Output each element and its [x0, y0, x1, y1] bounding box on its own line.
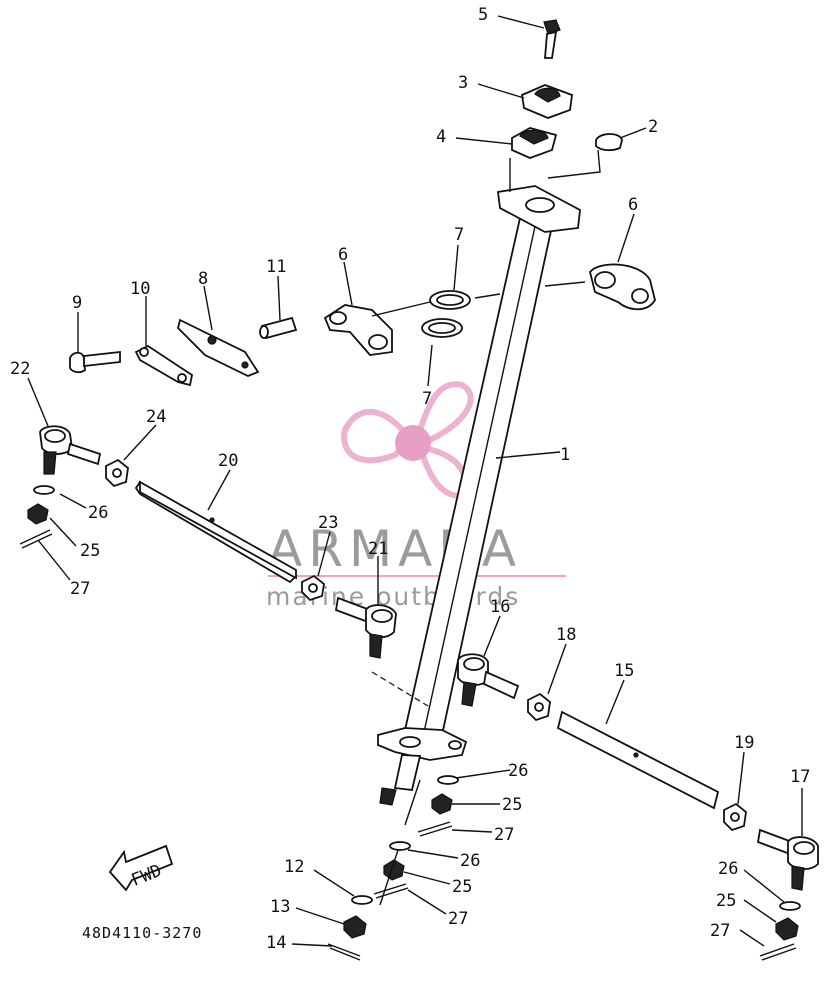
cotter-pin-27-c-part [373, 883, 409, 899]
washer-26-a-part [33, 485, 55, 495]
clamp-upper-part [521, 84, 573, 119]
callout-13: 13 [270, 897, 290, 917]
castle-nut-25-a-part [27, 503, 49, 525]
tie-rod-end-21-part [334, 596, 397, 659]
castle-nut-25-d-part [775, 917, 799, 941]
pin-part [259, 316, 298, 340]
washer-26-d-part [779, 901, 801, 911]
callout-26-d: 26 [718, 859, 738, 879]
armada-logo-icon [341, 381, 474, 499]
callout-27-a: 27 [70, 579, 90, 599]
callout-19: 19 [734, 733, 754, 753]
tie-rod-right-part [556, 710, 720, 810]
clamp-lower-part [511, 127, 558, 159]
callout-24: 24 [146, 407, 166, 427]
callout-14: 14 [266, 933, 286, 953]
lever-part [177, 318, 260, 377]
tie-rod-end-16-part [457, 653, 520, 707]
callout-6-right: 6 [628, 195, 638, 215]
callout-4: 4 [436, 127, 446, 147]
callout-25-a: 25 [80, 541, 100, 561]
cotter-pin-27-b-part [417, 821, 453, 837]
bolt-long-part [69, 350, 121, 374]
tie-rod-end-17-part [756, 828, 819, 891]
bolt-part [543, 19, 561, 59]
callout-26-a: 26 [88, 503, 108, 523]
callout-8: 8 [198, 269, 208, 289]
cap-part [595, 133, 623, 152]
callout-7-upper: 7 [454, 225, 464, 245]
diagram-code: 48D4110-3270 [82, 924, 202, 942]
callout-26-b: 26 [508, 761, 528, 781]
tie-rod-end-22-part [39, 425, 102, 475]
cotter-pin-27-d-part [759, 943, 797, 961]
callout-25-d: 25 [716, 891, 736, 911]
assembly-dash-line [371, 671, 429, 707]
callout-7-lower: 7 [422, 389, 432, 409]
callout-21: 21 [368, 539, 388, 559]
steering-column-part [377, 185, 581, 806]
callout-15: 15 [614, 661, 634, 681]
steering-clamp-right-part [589, 263, 656, 311]
callout-5: 5 [478, 5, 488, 25]
washer-26-b-part [437, 775, 459, 785]
callout-20: 20 [218, 451, 238, 471]
tie-rod-left-part [134, 480, 298, 584]
callout-27-b: 27 [494, 825, 514, 845]
callout-27-d: 27 [710, 921, 730, 941]
callout-9: 9 [72, 293, 82, 313]
forward-arrow-icon: FWD [108, 844, 174, 892]
steering-arm-left-part [323, 304, 393, 356]
callout-10: 10 [130, 279, 150, 299]
leader-lines [27, 15, 803, 947]
callout-6-left: 6 [338, 245, 348, 265]
callout-labels: 1 2 3 4 5 6 6 7 7 8 9 10 11 12 13 14 15 … [10, 5, 810, 953]
callout-27-c: 27 [448, 909, 468, 929]
nut-13-part [343, 915, 367, 939]
callout-17: 17 [790, 767, 810, 787]
cotter-pin-14-part [327, 943, 361, 961]
callout-26-c: 26 [460, 851, 480, 871]
callout-2: 2 [648, 117, 658, 137]
callout-12: 12 [284, 857, 304, 877]
callout-25-c: 25 [452, 877, 472, 897]
callout-16: 16 [490, 597, 510, 617]
castle-nut-25-b-part [431, 793, 453, 815]
cotter-pin-27-a-part [19, 529, 53, 549]
callout-3: 3 [458, 73, 468, 93]
callout-1: 1 [560, 445, 570, 465]
link-plate-part [134, 344, 194, 387]
callout-11: 11 [266, 257, 286, 277]
callout-22: 22 [10, 359, 30, 379]
callout-23: 23 [318, 513, 338, 533]
washer-12-part [351, 895, 373, 905]
callout-18: 18 [556, 625, 576, 645]
washer-26-c-part [389, 841, 411, 851]
callout-25-b: 25 [502, 795, 522, 815]
